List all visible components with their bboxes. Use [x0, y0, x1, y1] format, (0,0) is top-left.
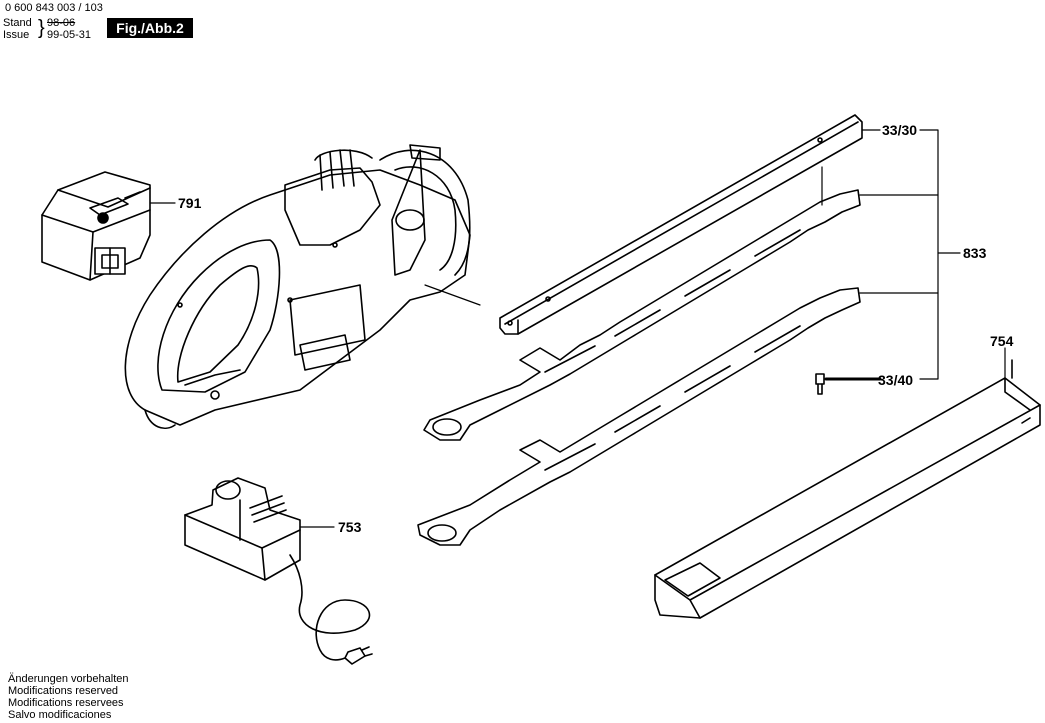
callout-833: 833: [963, 245, 987, 261]
stand-date: 98-06: [47, 17, 76, 29]
callout-33-40: 33/40: [878, 372, 913, 388]
guide-bar: [499, 114, 881, 335]
document-number: 0 600 843 003 / 103: [5, 2, 103, 14]
footer-line-de: Änderungen vorbehalten: [8, 673, 129, 685]
footer-line-fr: Modifications reservees: [8, 697, 124, 709]
figure-badge: Fig./Abb.2: [107, 18, 193, 38]
upper-blade: [423, 189, 861, 441]
callout-33-30: 33/30: [882, 122, 917, 138]
issue-label: Issue: [3, 29, 30, 41]
battery-pack: [41, 171, 151, 281]
callout-791: 791: [178, 195, 202, 211]
footer-line-es: Salvo modificaciones: [8, 709, 112, 721]
lower-blade: [417, 287, 861, 546]
stand-label: Stand: [3, 17, 32, 29]
leader-lines: [149, 129, 1006, 381]
charger: [184, 477, 373, 665]
issue-date: 99-05-31: [47, 29, 92, 41]
callout-753: 753: [338, 519, 362, 535]
footer-line-en: Modifications reserved: [8, 685, 119, 697]
screw: [815, 373, 882, 395]
trimmer-housing: [124, 144, 481, 429]
brace-glyph: }: [38, 17, 45, 39]
callout-754: 754: [990, 333, 1014, 349]
blade-guard: [654, 359, 1041, 619]
